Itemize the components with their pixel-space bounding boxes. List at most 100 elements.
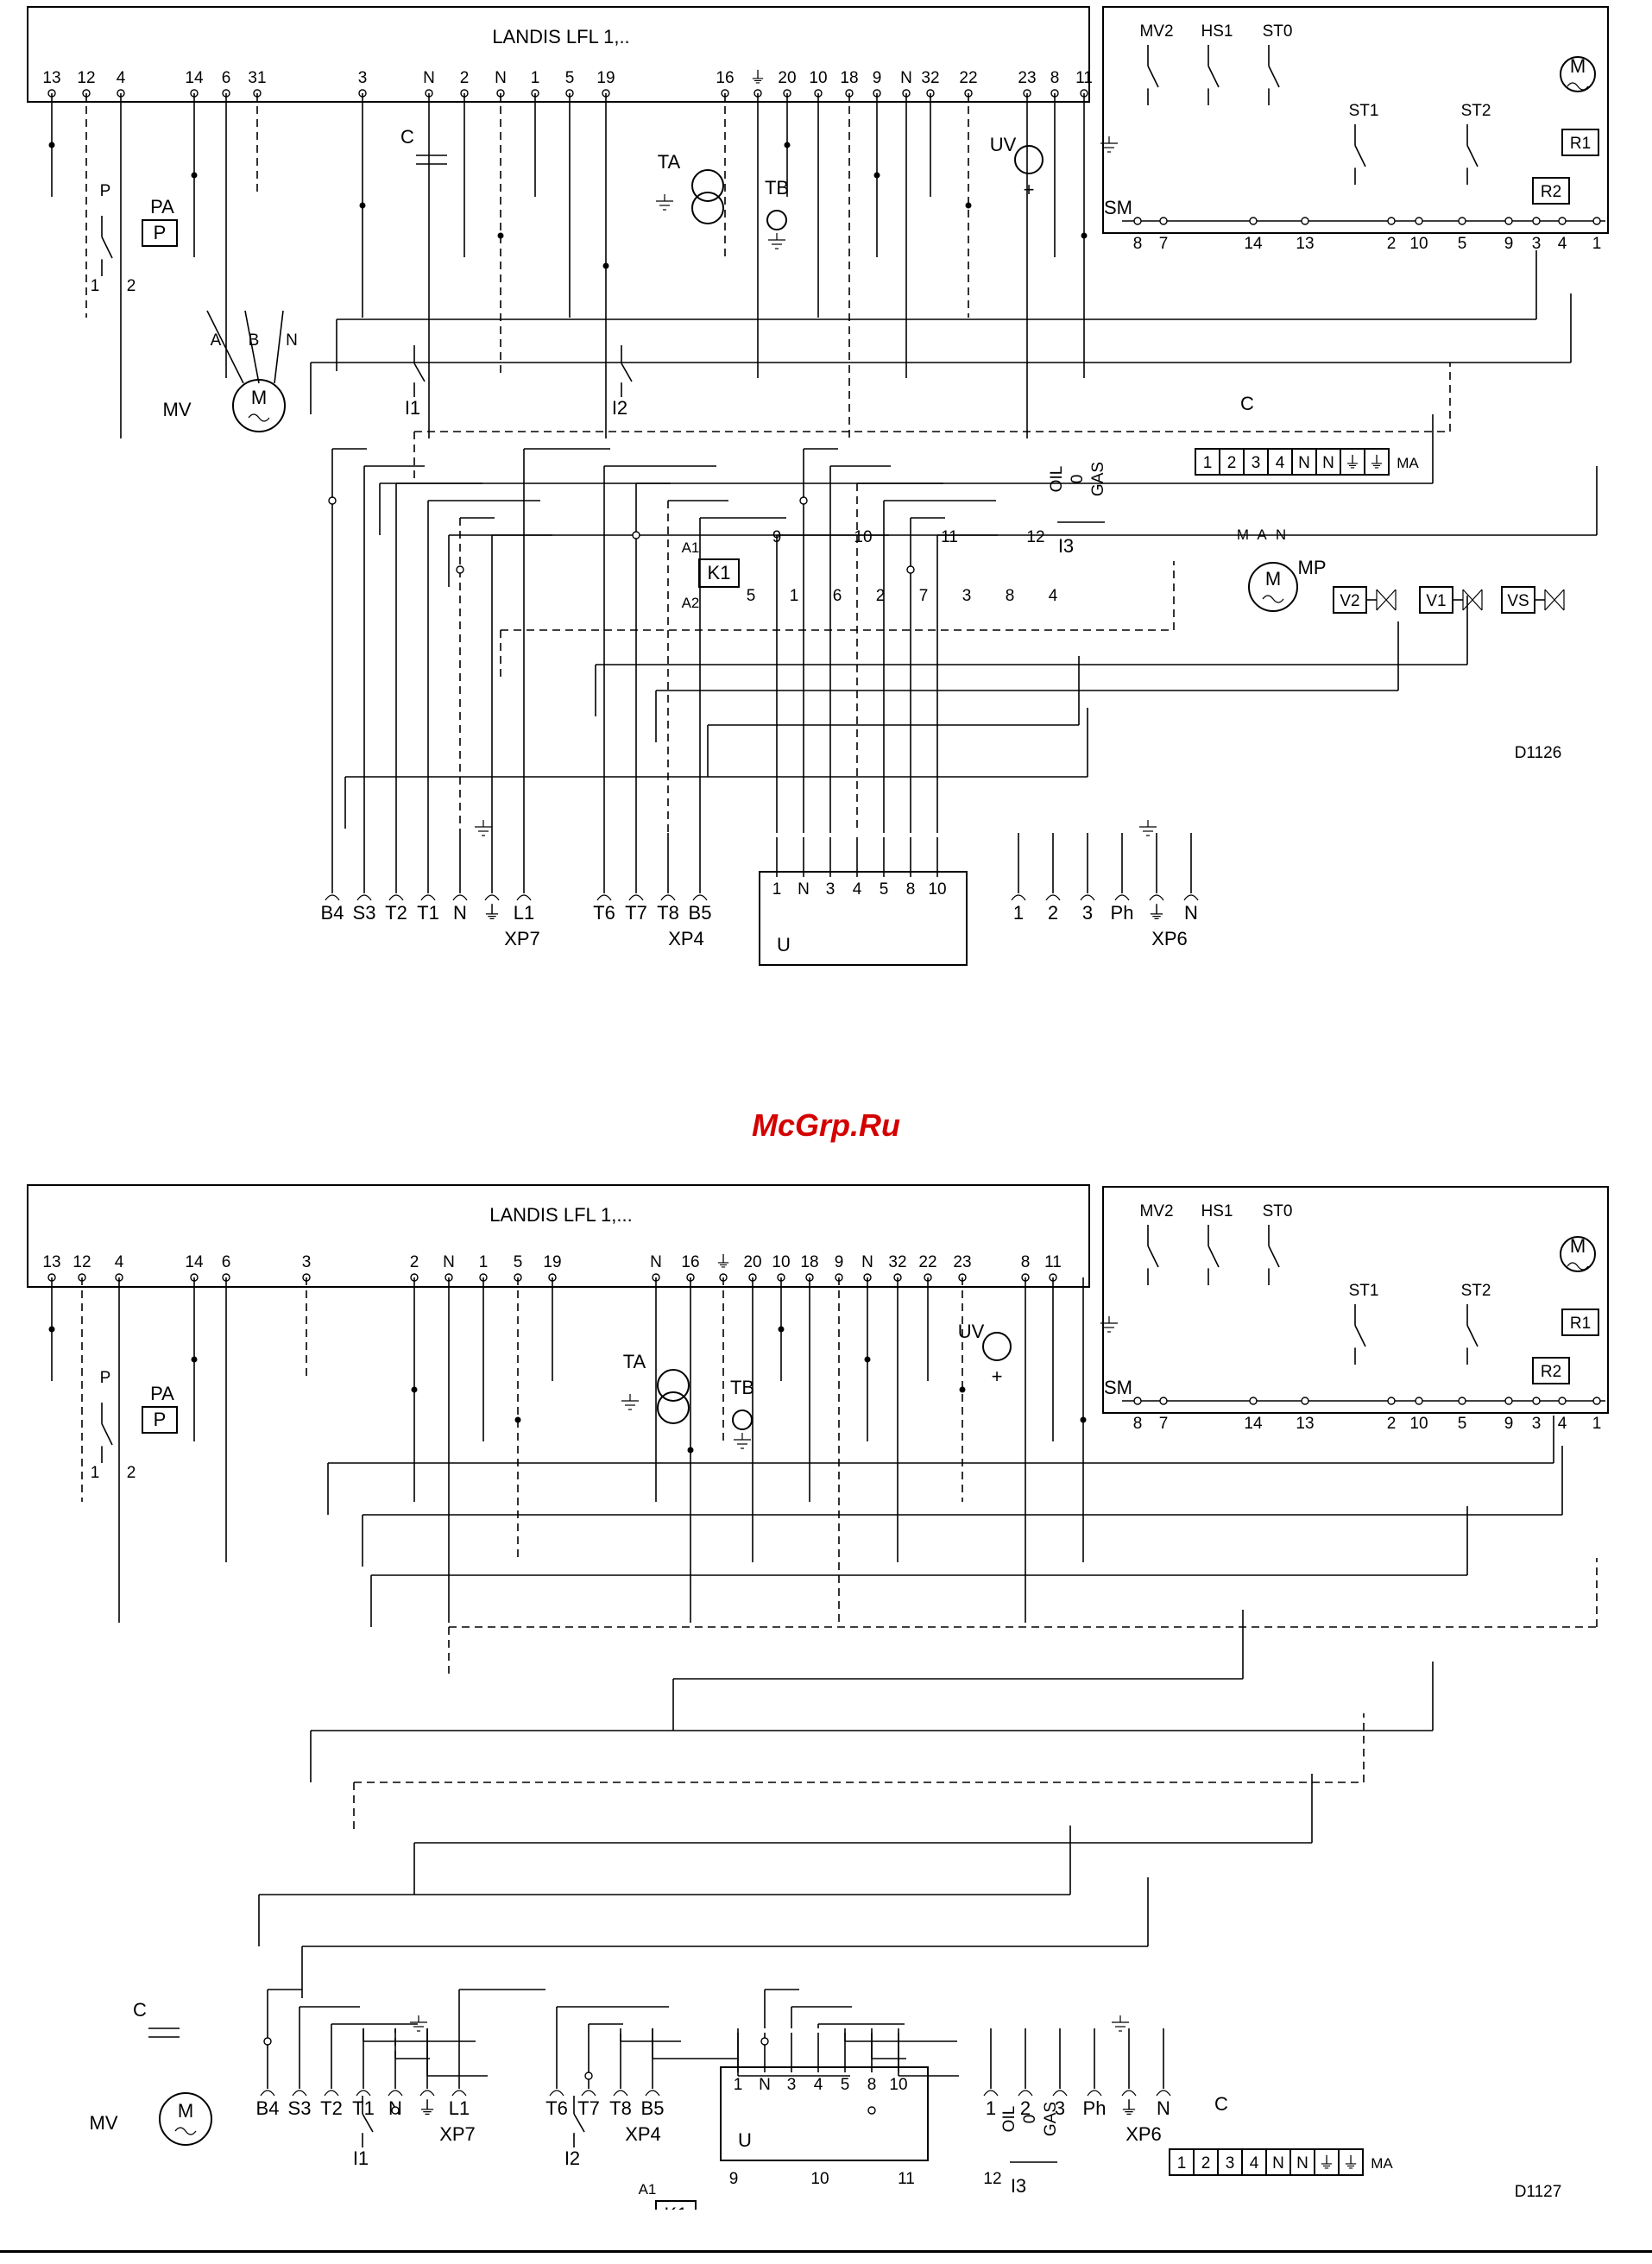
pressure-switch-contact-2: 2 — [127, 1464, 136, 1482]
junction-dot — [1080, 1416, 1087, 1423]
switch-contact-i1 — [362, 2096, 374, 2147]
fan-motor-label: MV — [90, 2112, 118, 2134]
lfl-terminal-label: 6 — [222, 69, 231, 87]
relay-coil-a2: A2 — [682, 595, 700, 611]
fan-motor-mv: M MV — [90, 2092, 212, 2146]
connector-label: XP7 — [504, 928, 540, 949]
servomotor-terminal-point — [1415, 1397, 1423, 1405]
contact-blade — [1354, 145, 1366, 167]
connector-pin-label: N — [453, 902, 467, 924]
servomotor-terminal-point — [1592, 1397, 1601, 1405]
servomotor-switch-label: ST0 — [1263, 22, 1293, 41]
connector-pin-label: ⏚ — [418, 2097, 437, 2119]
valve-label: V1 — [1426, 592, 1446, 610]
servomotor-switch-contact — [1466, 124, 1479, 185]
servomotor-switch-contact — [1147, 45, 1159, 105]
terminal-point — [799, 496, 808, 505]
relay-coil-a1: A1 — [639, 2181, 657, 2198]
junction-dot — [784, 142, 791, 148]
lfl-terminal-label: 5 — [514, 1253, 523, 1271]
servomotor-terminal-label: 9 — [1504, 235, 1514, 253]
lfl-terminal-label: N — [423, 69, 435, 87]
valve-vs: VS — [1501, 586, 1565, 614]
unit-u-label: U — [777, 934, 791, 955]
lfl-terminal-label: 4 — [115, 1253, 124, 1271]
motor-symbol: M — [251, 387, 267, 408]
selector-position-label: 0 — [1021, 2115, 1039, 2124]
lfl-title: LANDIS LFL 1,... — [489, 1204, 632, 1226]
footer-rule — [0, 2250, 1652, 2253]
diagram-code: D1127 — [1515, 2183, 1562, 2201]
connector-pin-label: T8 — [609, 2097, 632, 2119]
fan-motor-icon: M — [159, 2092, 212, 2146]
ma-terminal-cell — [1364, 448, 1390, 476]
terminal-point — [632, 531, 640, 539]
servomotor-outline — [1102, 6, 1609, 234]
servomotor-terminal-label: 14 — [1244, 1415, 1263, 1433]
junction-dot — [48, 1326, 55, 1333]
connector-socket-icon — [325, 894, 340, 901]
lfl-terminal-label: 3 — [302, 1253, 312, 1271]
servomotor-motor-icon: M — [1560, 1235, 1596, 1272]
ma-terminal-label: ⏚ — [1318, 2154, 1334, 2173]
ma-terminal-label: ⏚ — [1368, 454, 1384, 472]
connector-socket-icon — [420, 894, 436, 901]
servomotor-outline — [1102, 1186, 1609, 1414]
ma-terminal-label: 4 — [1276, 454, 1285, 472]
servomotor-switch-contact — [1466, 1304, 1479, 1365]
fan-motor-lead — [244, 310, 260, 384]
relay-top-contact: 10 — [854, 528, 872, 546]
contact-blade — [101, 1423, 113, 1446]
connector-socket-icon — [388, 894, 404, 901]
relay-bottom-contact: 8 — [1006, 587, 1015, 605]
junction-dot — [602, 262, 609, 269]
pump-motor-icon: M — [1248, 562, 1298, 612]
relay-bottom-contact: 1 — [790, 587, 799, 605]
contact-blade — [621, 363, 633, 382]
relay-coil-box — [655, 2200, 697, 2210]
uv-cell-icon — [982, 1332, 1012, 1361]
junction-dot — [1081, 232, 1088, 239]
relay-bottom-contact: 7 — [919, 587, 929, 605]
relay-r2-box — [1532, 177, 1570, 205]
connector-label: XP4 — [625, 2123, 661, 2145]
servomotor-ground-icon — [1100, 1316, 1118, 1333]
lfl-terminal-label: 5 — [565, 69, 575, 87]
terminal-point — [263, 2037, 272, 2046]
motor-circle — [1560, 1236, 1596, 1272]
servomotor-switch-contact — [1207, 1225, 1220, 1285]
pressure-switch-box — [142, 1406, 178, 1434]
junction-dot — [359, 202, 366, 209]
servomotor-terminal-label: 8 — [1133, 1415, 1143, 1433]
servomotor-terminal-point — [1159, 217, 1168, 225]
connector-pin-label: T7 — [625, 902, 647, 924]
relay-label: K1 — [665, 2204, 688, 2210]
servomotor-terminal-label: 2 — [1387, 1415, 1397, 1433]
lfl-terminal-label: 31 — [248, 69, 266, 87]
ma-label: MA — [1397, 455, 1419, 471]
junction-dot — [191, 172, 198, 179]
connector-ground-icon — [1139, 820, 1157, 836]
servomotor-switch-label: ST0 — [1263, 1202, 1293, 1220]
junction-dot — [778, 1326, 785, 1333]
terminal-point — [391, 2106, 400, 2115]
lfl-terminal-label: 22 — [959, 69, 977, 87]
lfl-terminal-label: 19 — [543, 1253, 561, 1271]
transformer-coil — [657, 1391, 690, 1424]
selector-position-label: OIL — [1000, 2106, 1018, 2133]
connector-socket-icon — [388, 2090, 403, 2097]
transformer-primary-label: TA — [658, 151, 681, 173]
unit-u-pin-label: N — [759, 2076, 771, 2094]
lfl-terminal-label: 20 — [743, 1253, 761, 1271]
unit-u-label: U — [738, 2129, 752, 2151]
